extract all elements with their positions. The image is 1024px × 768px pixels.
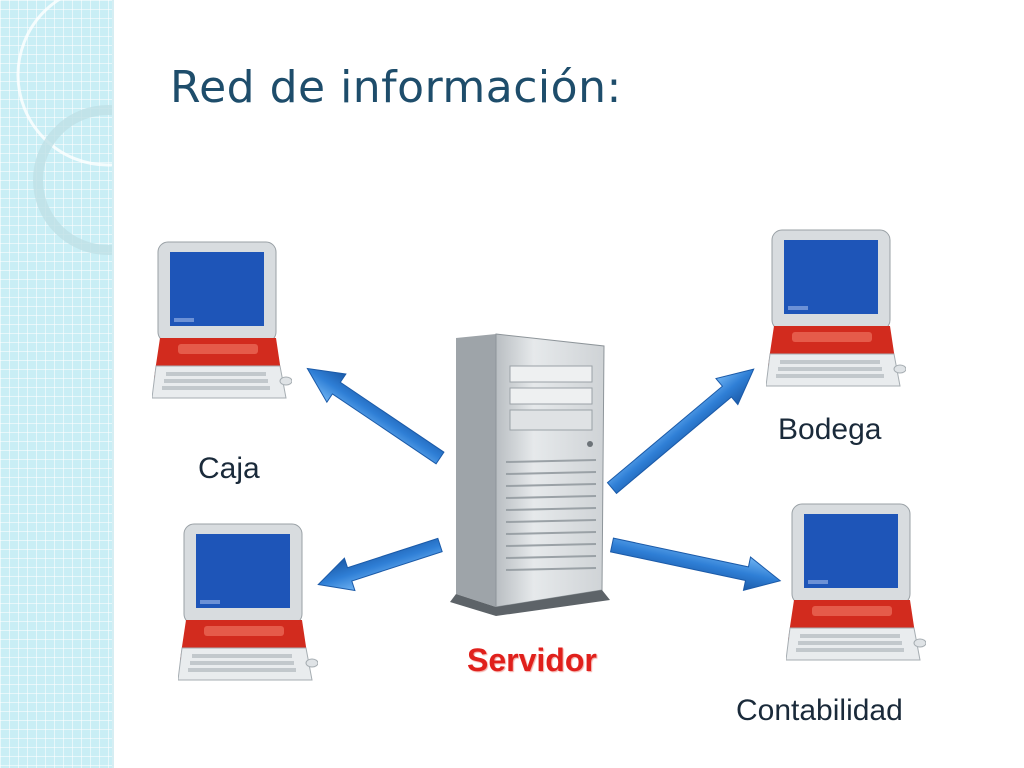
decorative-side-band	[0, 0, 114, 768]
computer-icon	[178, 523, 318, 681]
arrow-icon	[306, 367, 445, 465]
label-caja: Caja	[198, 452, 260, 485]
arrow-icon	[606, 368, 755, 495]
slide-title: Red de información:	[170, 62, 622, 113]
decorative-circles	[16, 0, 112, 255]
arrow-icon	[609, 537, 782, 592]
computer-icon	[152, 241, 292, 399]
label-servidor: Servidor	[467, 642, 597, 678]
computer-icon	[766, 229, 906, 387]
server-tower-icon	[450, 333, 610, 616]
label-contabilidad: Contabilidad	[736, 694, 903, 727]
computer-icon	[786, 503, 926, 661]
label-bodega: Bodega	[778, 413, 882, 446]
arrow-icon	[317, 537, 443, 592]
